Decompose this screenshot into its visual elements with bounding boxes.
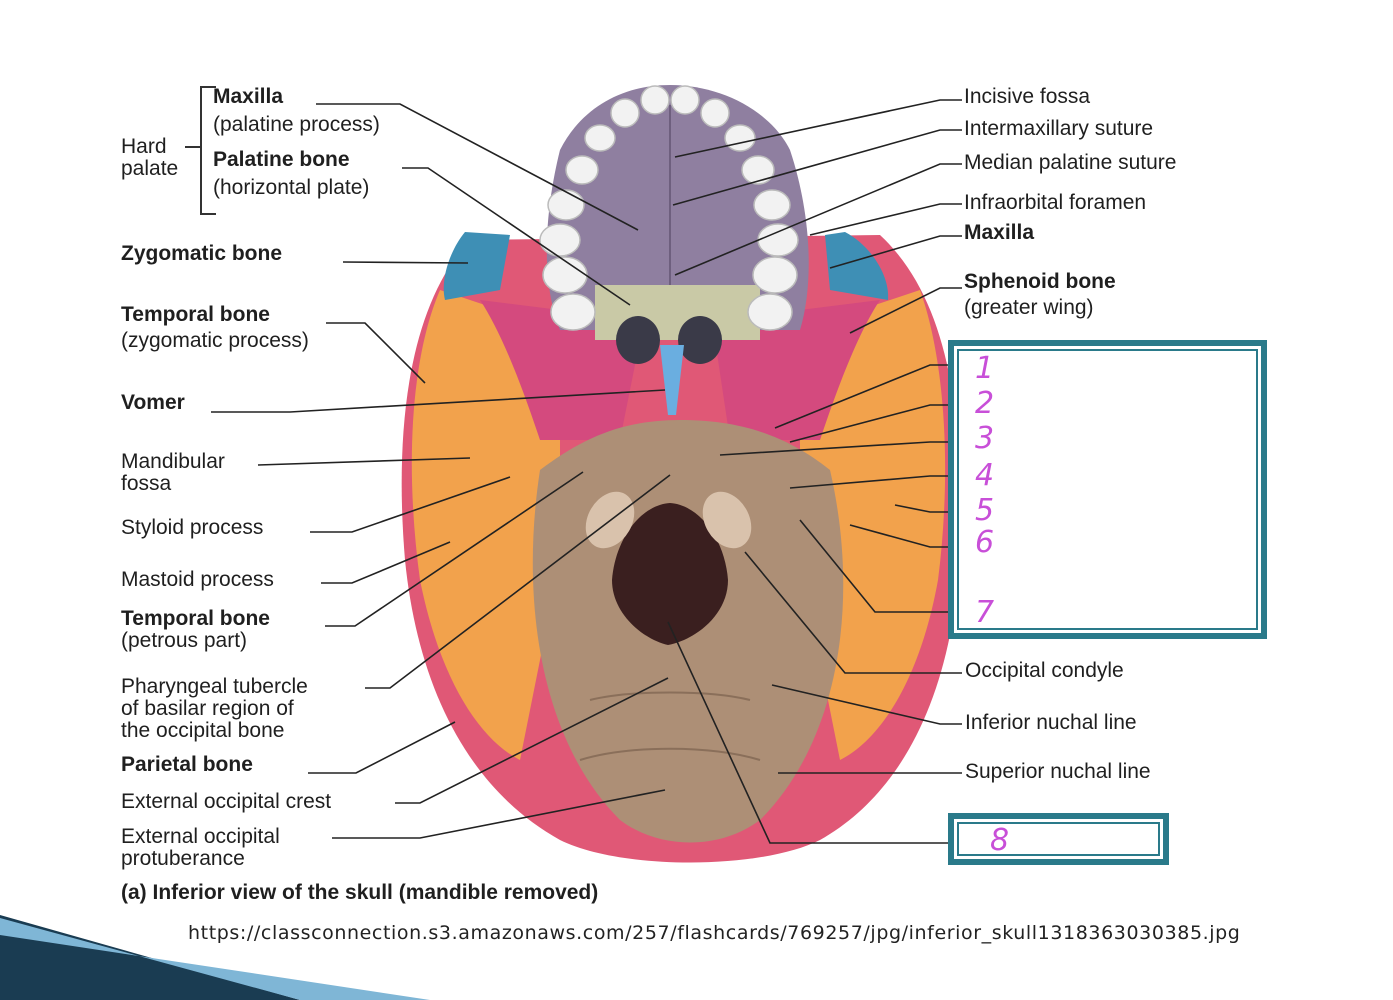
- label-inferior-nuchal-line: Inferior nuchal line: [965, 711, 1137, 734]
- hard-palate-tick: [185, 146, 200, 148]
- label-temporal-petrous: Temporal bone (petrous part): [121, 607, 270, 652]
- figure-caption: (a) Inferior view of the skull (mandible…: [121, 881, 599, 904]
- hard-palate-bracket: [200, 86, 216, 215]
- zygomatic-bone-right-shape: [825, 232, 889, 300]
- answer-number-3: 3: [975, 421, 995, 456]
- label-intermaxillary-suture: Intermaxillary suture: [964, 117, 1154, 140]
- nuchal-line-upper: [589, 691, 751, 701]
- occipital-condyle-right: [702, 491, 752, 549]
- label-infraorbital-foramen: Infraorbital foramen: [964, 191, 1147, 214]
- answer-number-6: 6: [975, 525, 995, 560]
- label-maxilla-left: Maxilla (palatine process): [213, 85, 380, 136]
- answer-number-8: 8: [990, 823, 1010, 858]
- answer-box-1-7: [948, 340, 1267, 639]
- answer-number-1: 1: [975, 351, 995, 386]
- teeth: [539, 85, 799, 331]
- label-pharyngeal-tubercle: Pharyngeal tubercle of basilar region of…: [121, 675, 308, 742]
- zygomatic-bone-left-shape: [443, 232, 510, 300]
- answer-box-8: [948, 813, 1169, 865]
- answer-number-2: 2: [975, 386, 995, 421]
- answer-number-5: 5: [975, 493, 995, 528]
- label-maxilla-right: Maxilla: [964, 221, 1035, 244]
- label-occipital-condyle: Occipital condyle: [965, 659, 1124, 682]
- label-mandibular-fossa: Mandibular fossa: [121, 450, 225, 495]
- label-temporal-zygomatic: Temporal bone (zygomatic process): [121, 303, 309, 352]
- label-external-occipital-crest: External occipital crest: [121, 790, 332, 813]
- source-url: https://classconnection.s3.amazonaws.com…: [188, 922, 1241, 944]
- label-zygomatic-bone: Zygomatic bone: [121, 242, 283, 265]
- label-mastoid-process: Mastoid process: [121, 568, 274, 591]
- foramen-magnum: [612, 503, 728, 645]
- label-vomer: Vomer: [121, 391, 185, 414]
- answer-number-7: 7: [975, 595, 995, 630]
- leader-lines-left: [211, 103, 671, 839]
- label-styloid-process: Styloid process: [121, 516, 264, 539]
- answer-number-4: 4: [975, 458, 995, 493]
- label-median-palatine-suture: Median palatine suture: [964, 151, 1177, 174]
- label-superior-nuchal-line: Superior nuchal line: [965, 760, 1151, 783]
- label-parietal-bone: Parietal bone: [121, 753, 253, 776]
- nuchal-line-lower: [579, 747, 761, 761]
- label-external-occipital-protuberance: External occipital protuberance: [121, 825, 280, 870]
- label-palatine-bone: Palatine bone (horizontal plate): [213, 148, 370, 199]
- label-sphenoid-bone: Sphenoid bone (greater wing): [964, 270, 1116, 319]
- choana-left: [616, 316, 660, 364]
- label-hard-palate: Hard palate: [121, 135, 179, 180]
- label-incisive-fossa: Incisive fossa: [964, 85, 1091, 108]
- vomer-shape: [660, 345, 684, 415]
- choana-right: [678, 316, 722, 364]
- leader-lines-right: [667, 99, 962, 844]
